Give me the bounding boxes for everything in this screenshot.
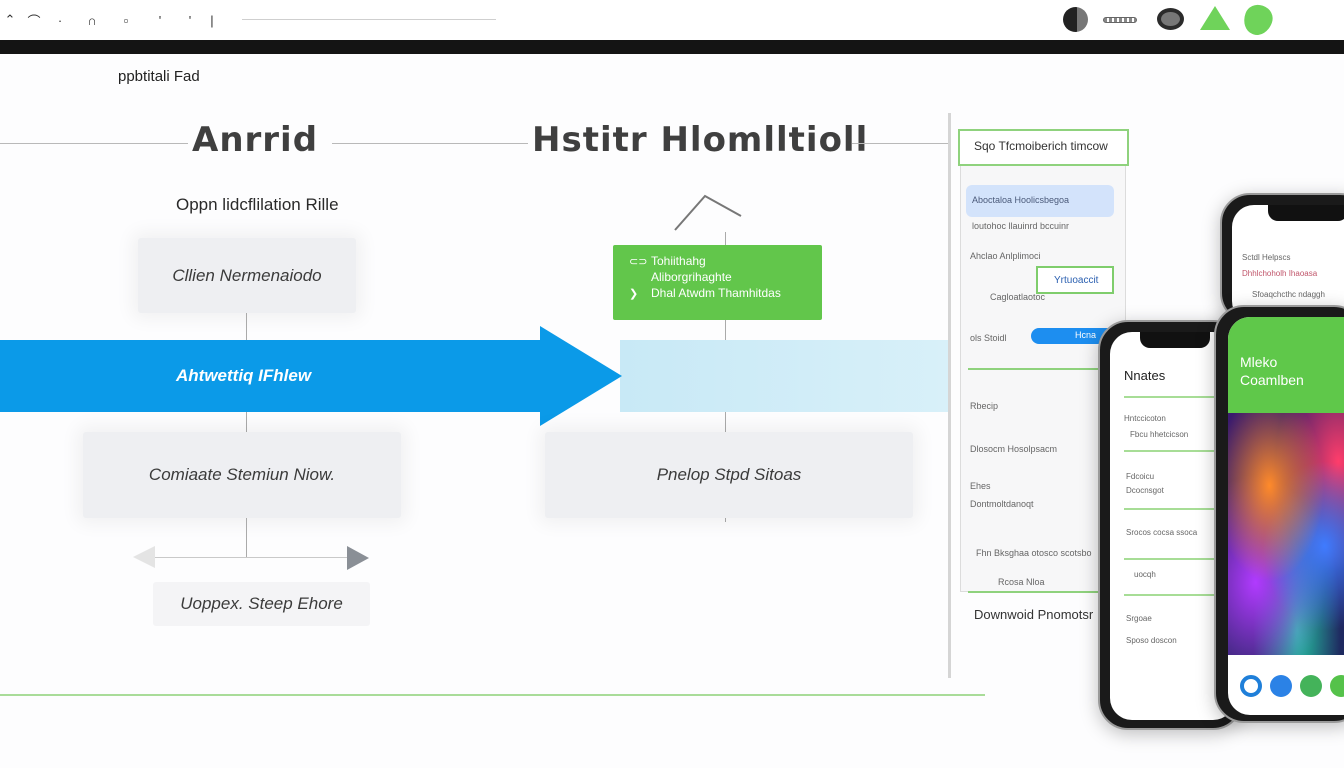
green-box-row: ⊂⊃Tohiithahg xyxy=(629,254,706,268)
shield-icon[interactable] xyxy=(1239,1,1277,39)
square-icon[interactable]: ▫ xyxy=(123,12,129,28)
phone-text: Hntccicoton xyxy=(1124,414,1166,423)
panel-divider xyxy=(968,368,1098,370)
phone-text: Dcocnsgot xyxy=(1126,486,1164,495)
phone-text: Sposo doscon xyxy=(1126,636,1177,645)
phone-divider xyxy=(1124,450,1224,452)
connector-line xyxy=(725,320,726,340)
apostrophe-icon[interactable]: ' xyxy=(158,12,162,28)
mark-icon[interactable]: ' xyxy=(188,12,192,28)
panel-text: Cagloatlaotoc xyxy=(990,292,1046,302)
tunnel-icon[interactable]: ∩ xyxy=(87,12,97,28)
link-icon: ⊂⊃ xyxy=(629,255,648,268)
green-box-row: Aliborgrihaghte xyxy=(651,270,732,284)
phone-side: Mleko Coamlben xyxy=(1214,305,1344,723)
left-column-title: Anrrid xyxy=(192,120,319,160)
panel-frame xyxy=(948,113,951,678)
phone-side-screen: Mleko Coamlben xyxy=(1228,317,1344,715)
play-triangle-icon[interactable] xyxy=(347,546,369,570)
panel-text: Rbecip xyxy=(970,401,999,411)
flow-card-top[interactable]: Cllien Nermenaiodo xyxy=(138,238,356,313)
status-green-box[interactable]: ⊂⊃Tohiithahg Aliborgrihaghte ❯Dhal Atwdm… xyxy=(613,245,822,320)
phone-back: Sctdl Helpscs Dhhlchoholh Ihaoasa Sfoaqc… xyxy=(1220,193,1344,323)
phone-divider xyxy=(1124,396,1224,398)
panel-blue-row[interactable]: Aboctaloa Hoolicsbegoa xyxy=(966,185,1114,217)
phone-header-text: Mleko Coamlben xyxy=(1240,354,1304,388)
chevron-right-icon: ❯ xyxy=(629,287,639,300)
top-toolbar: ⌃ ⌒ · ∩ ▫ ' ' | xyxy=(0,0,1344,40)
phone-text: Sfoaqchcthc ndaggh xyxy=(1252,290,1325,299)
main-flow-arrow-label: Ahtwettiq IFhlew xyxy=(176,366,312,385)
wallpaper-image xyxy=(1228,413,1344,655)
phone-text: Sctdl Helpscs xyxy=(1242,253,1291,262)
panel-text: Ehes xyxy=(970,481,991,491)
vertical-bar-icon[interactable]: | xyxy=(210,12,214,28)
panel-text: Fhn Bksghaa otosco scotsbo xyxy=(976,548,1092,558)
phone-text: Fdcoicu xyxy=(1126,472,1155,481)
circle-target-icon[interactable] xyxy=(1240,675,1262,697)
left-column-subtitle: Oppn lidcflilation Rille xyxy=(176,195,339,214)
star-badge-icon[interactable] xyxy=(1300,675,1322,697)
cursor-icon[interactable]: ⌃ xyxy=(4,12,16,27)
connector-line-horizontal xyxy=(155,557,347,558)
panel-selected-item[interactable]: Yrtuoaccit xyxy=(1036,266,1114,294)
panel-text: loutohoc llauinrd bccuinr xyxy=(972,221,1070,231)
center-column-title: Hstitr Hlomlltioll xyxy=(532,120,869,160)
dark-divider-bar xyxy=(0,40,1344,54)
arrow-tail xyxy=(620,340,950,412)
half-circle-icon[interactable] xyxy=(1063,7,1088,32)
flow-card-center[interactable]: Pnelop Stpd Sitoas xyxy=(545,432,913,518)
phone-text: Dhhlchoholh Ihaoasa xyxy=(1242,269,1318,278)
connector-line xyxy=(725,232,726,245)
connector-line xyxy=(246,518,247,558)
bottom-divider xyxy=(0,694,985,696)
app-store-icon[interactable] xyxy=(1270,675,1292,697)
phone-text: Fbcu hhetcicson xyxy=(1130,430,1189,439)
panel-divider xyxy=(968,591,1098,593)
camera-icon[interactable] xyxy=(1157,8,1184,30)
panel-pill-button[interactable]: Hcna xyxy=(1031,328,1115,344)
panel-text: Dlosocm Hosolpsacm xyxy=(970,444,1058,454)
toolbar-divider xyxy=(242,19,496,20)
panel-text: Dontmoltdanoqt xyxy=(970,499,1034,509)
header-rule-left xyxy=(0,143,188,144)
phone-divider xyxy=(1124,558,1224,560)
panel-text: Rcosa Nloa xyxy=(998,577,1045,587)
chat-bubble-icon[interactable] xyxy=(1330,675,1344,697)
chevron-up-icon xyxy=(674,194,742,231)
triangle-left-icon xyxy=(133,546,155,568)
phone-title: Nnates xyxy=(1124,368,1166,383)
phone-text: Srocos cocsa ssoca xyxy=(1126,528,1198,537)
phone-notch xyxy=(1140,332,1210,348)
arch-icon[interactable]: ⌒ xyxy=(27,13,41,29)
panel-text: ols Stoidl xyxy=(970,333,1007,343)
header-rule-right xyxy=(852,143,948,144)
main-flow-arrow[interactable]: Ahtwettiq IFhlew xyxy=(0,340,545,412)
header-rule-center xyxy=(332,143,528,144)
phone-green-header: Mleko Coamlben xyxy=(1228,317,1344,413)
flow-card-bottom[interactable]: Uoppex. Steep Ehore xyxy=(153,582,370,626)
dashed-bar-icon[interactable] xyxy=(1103,17,1137,23)
panel-footer: Downwoid Pnomotsr xyxy=(974,607,1094,622)
phone-divider xyxy=(1124,594,1224,596)
connector-line xyxy=(246,412,247,432)
phone-divider xyxy=(1124,508,1224,510)
dot-icon[interactable]: · xyxy=(57,12,63,28)
panel-header: Sqo Tfcmoiberich timcow xyxy=(958,129,1129,166)
arrow-head xyxy=(540,326,622,426)
phone-text: Srgoae xyxy=(1126,614,1152,623)
triangle-icon[interactable] xyxy=(1200,6,1230,30)
document-label: ppbtitali Fad xyxy=(118,68,200,85)
connector-line xyxy=(246,313,247,340)
flow-card-middle[interactable]: Comiaate Stemiun Niow. xyxy=(83,432,401,518)
green-box-row: ❯Dhal Atwdm Thamhitdas xyxy=(629,286,781,300)
phone-text: uocqh xyxy=(1134,570,1156,579)
panel-text: Ahclao Anlplimoci xyxy=(970,251,1041,261)
phone-back-screen: Sctdl Helpscs Dhhlchoholh Ihaoasa Sfoaqc… xyxy=(1232,205,1344,321)
phone-notch xyxy=(1268,205,1344,221)
